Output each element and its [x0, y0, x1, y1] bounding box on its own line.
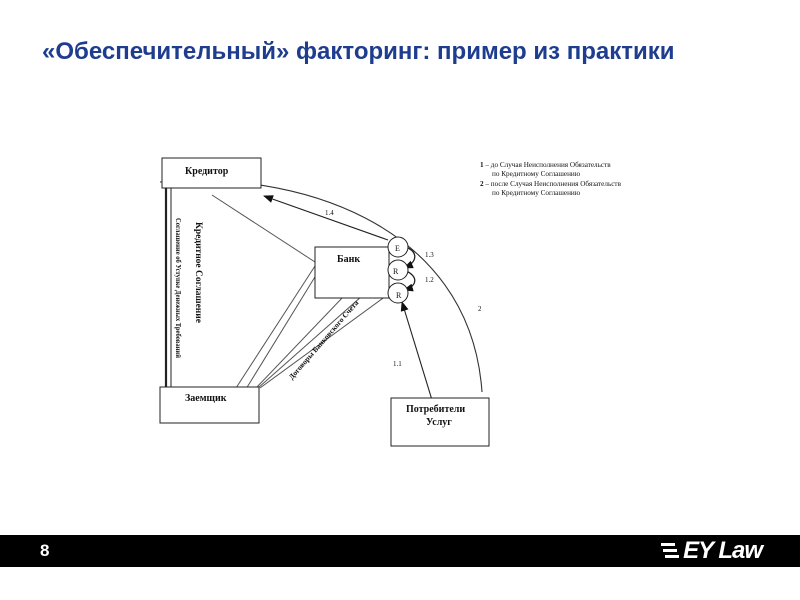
account-r2-label: R — [396, 291, 402, 300]
node-bank: Банк — [314, 246, 390, 299]
ey-stripes-icon — [661, 541, 680, 561]
account-e-label: E — [395, 244, 400, 253]
legend-item-2-line2: по Кредитному Соглашению — [492, 189, 581, 197]
edge-1-3-label: 1.3 — [425, 251, 434, 259]
ey-law-logo: EY Law — [661, 537, 763, 565]
legend-item-1-line2: по Кредитному Соглашению — [492, 170, 581, 178]
edge-1-1-label: 1.1 — [393, 360, 402, 368]
creditor-borrower-link — [164, 187, 172, 390]
line-borrower-bank-1 — [235, 265, 316, 389]
node-creditor-label: Кредитор — [185, 166, 229, 177]
node-borrower-label: Заемщик — [185, 393, 227, 404]
line-creditor-bank — [211, 194, 316, 263]
account-r1-label: R — [393, 267, 399, 276]
edge-1-4-label: 1.4 — [325, 209, 334, 217]
node-consumers-label-line1: Потребители — [406, 404, 465, 415]
credit-agreement-label: Кредитное Соглашение — [193, 222, 203, 323]
node-bank-label: Банк — [337, 254, 360, 265]
assignment-agreement-label: Соглашение об Уступке Денежных Требовани… — [174, 218, 183, 359]
account-r2: R — [387, 282, 409, 304]
logo-text: EY Law — [683, 537, 763, 564]
node-consumers: Потребители Услуг — [390, 397, 490, 447]
slide-title: «Обеспечительный» факторинг: пример из п… — [42, 38, 675, 65]
line-borrower-bank-2 — [245, 271, 319, 390]
node-borrower: Заемщик — [159, 386, 260, 424]
account-e: E — [387, 236, 409, 258]
line-borrower-account-r2 — [259, 292, 391, 389]
account-r1: R — [387, 259, 409, 281]
edge-2-label: 2 — [478, 305, 482, 313]
footer-bar: 8 EY Law — [0, 535, 800, 567]
edge-1-1-arrow — [400, 301, 433, 401]
legend-item-1: 1 – до Случая Неисполнения Обязательств — [480, 161, 611, 169]
legend-item-2: 2 – после Случая Неисполнения Обязательс… — [480, 180, 622, 188]
connector-lines — [211, 194, 391, 390]
page-number: 8 — [40, 541, 50, 560]
node-creditor: Кредитор — [161, 157, 262, 189]
edge-1-4-arrow — [263, 195, 389, 241]
node-consumers-label-line2: Услуг — [426, 417, 452, 428]
legend: 1 – до Случая Неисполнения Обязательств … — [480, 161, 622, 197]
bank-account-agreement-label: Договоры Банковского Счета — [287, 298, 361, 381]
edge-1-2-label: 1.2 — [425, 276, 434, 284]
